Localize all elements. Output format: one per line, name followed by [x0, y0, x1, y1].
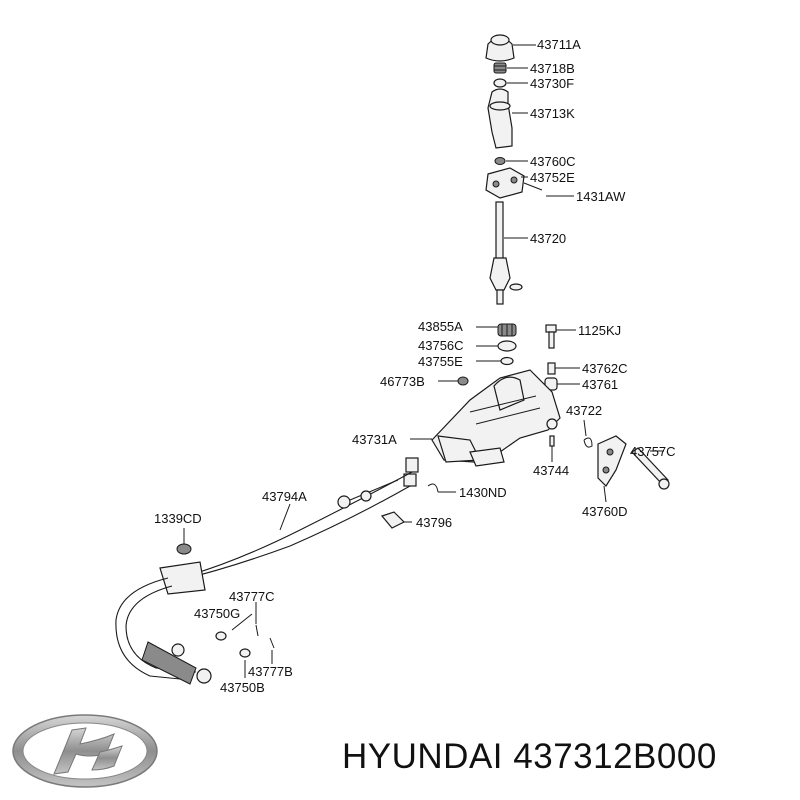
label-43796: 43796 [416, 515, 452, 530]
label-43794A: 43794A [262, 489, 307, 504]
label-46773B: 46773B [380, 374, 425, 389]
bushing-43760C [494, 157, 506, 165]
label-43713K: 43713K [530, 106, 575, 121]
grommet-1339CD [176, 543, 192, 555]
shift-housing-43731A [431, 369, 561, 467]
label-43762C: 43762C [582, 361, 628, 376]
label-43722: 43722 [566, 403, 602, 418]
gear-43855A [497, 323, 517, 337]
washer-43750B [239, 648, 251, 658]
part-caption: HYUNDAI 437312B000 [342, 737, 717, 777]
label-43757C: 43757C [630, 444, 676, 459]
label-43720: 43720 [530, 231, 566, 246]
label-43855A: 43855A [418, 319, 463, 334]
hyundai-logo-icon [12, 714, 158, 788]
lever-base-43752E [485, 167, 543, 199]
label-43752E: 43752E [530, 170, 575, 185]
clip-43796 [380, 511, 406, 529]
label-43731A: 43731A [352, 432, 397, 447]
label-43756C: 43756C [418, 338, 464, 353]
label-1430ND: 1430ND [459, 485, 507, 500]
spring-43718B [493, 62, 507, 74]
clip-1430ND [427, 483, 439, 493]
washer-43755E [500, 356, 514, 366]
label-43730F: 43730F [530, 76, 574, 91]
grommet-46773B [457, 376, 469, 386]
part-number: 437312B000 [513, 737, 717, 776]
part-labels: 43711A 43718B 43730F 43713K 43760C 43752… [154, 37, 676, 695]
clip-43777B [269, 637, 275, 649]
brand-name: HYUNDAI [342, 737, 504, 776]
label-43750B: 43750B [220, 680, 265, 695]
label-43777C: 43777C [229, 589, 275, 604]
bracket-43760D [597, 435, 627, 487]
ring-43756C [497, 340, 517, 352]
knob-boot-43713K [487, 88, 513, 149]
clip-43777C [255, 624, 259, 637]
label-43755E: 43755E [418, 354, 463, 369]
label-43760D: 43760D [582, 504, 628, 519]
pin-43744 [549, 435, 555, 447]
pin-43762C [547, 362, 556, 375]
label-1125KJ: 1125KJ [578, 323, 621, 338]
label-1431AW: 1431AW [576, 189, 626, 204]
label-43761: 43761 [582, 377, 618, 392]
label-43718B: 43718B [530, 61, 575, 76]
shift-knob-43711A [485, 34, 515, 62]
bolt-43757C [631, 447, 670, 490]
label-43711A: 43711A [537, 37, 581, 52]
bolt-1125KJ [545, 324, 557, 349]
shift-cable-43794A [115, 457, 419, 685]
leader-lines [183, 44, 664, 678]
ring-43730F [493, 78, 507, 88]
washer-43750G [215, 631, 227, 641]
label-43760C: 43760C [530, 154, 576, 169]
label-1339CD: 1339CD [154, 511, 202, 526]
label-43777B: 43777B [248, 664, 293, 679]
label-43744: 43744 [533, 463, 569, 478]
lever-rod-43720 [489, 201, 523, 305]
label-43750G: 43750G [194, 606, 240, 621]
clip-43722 [583, 437, 593, 448]
